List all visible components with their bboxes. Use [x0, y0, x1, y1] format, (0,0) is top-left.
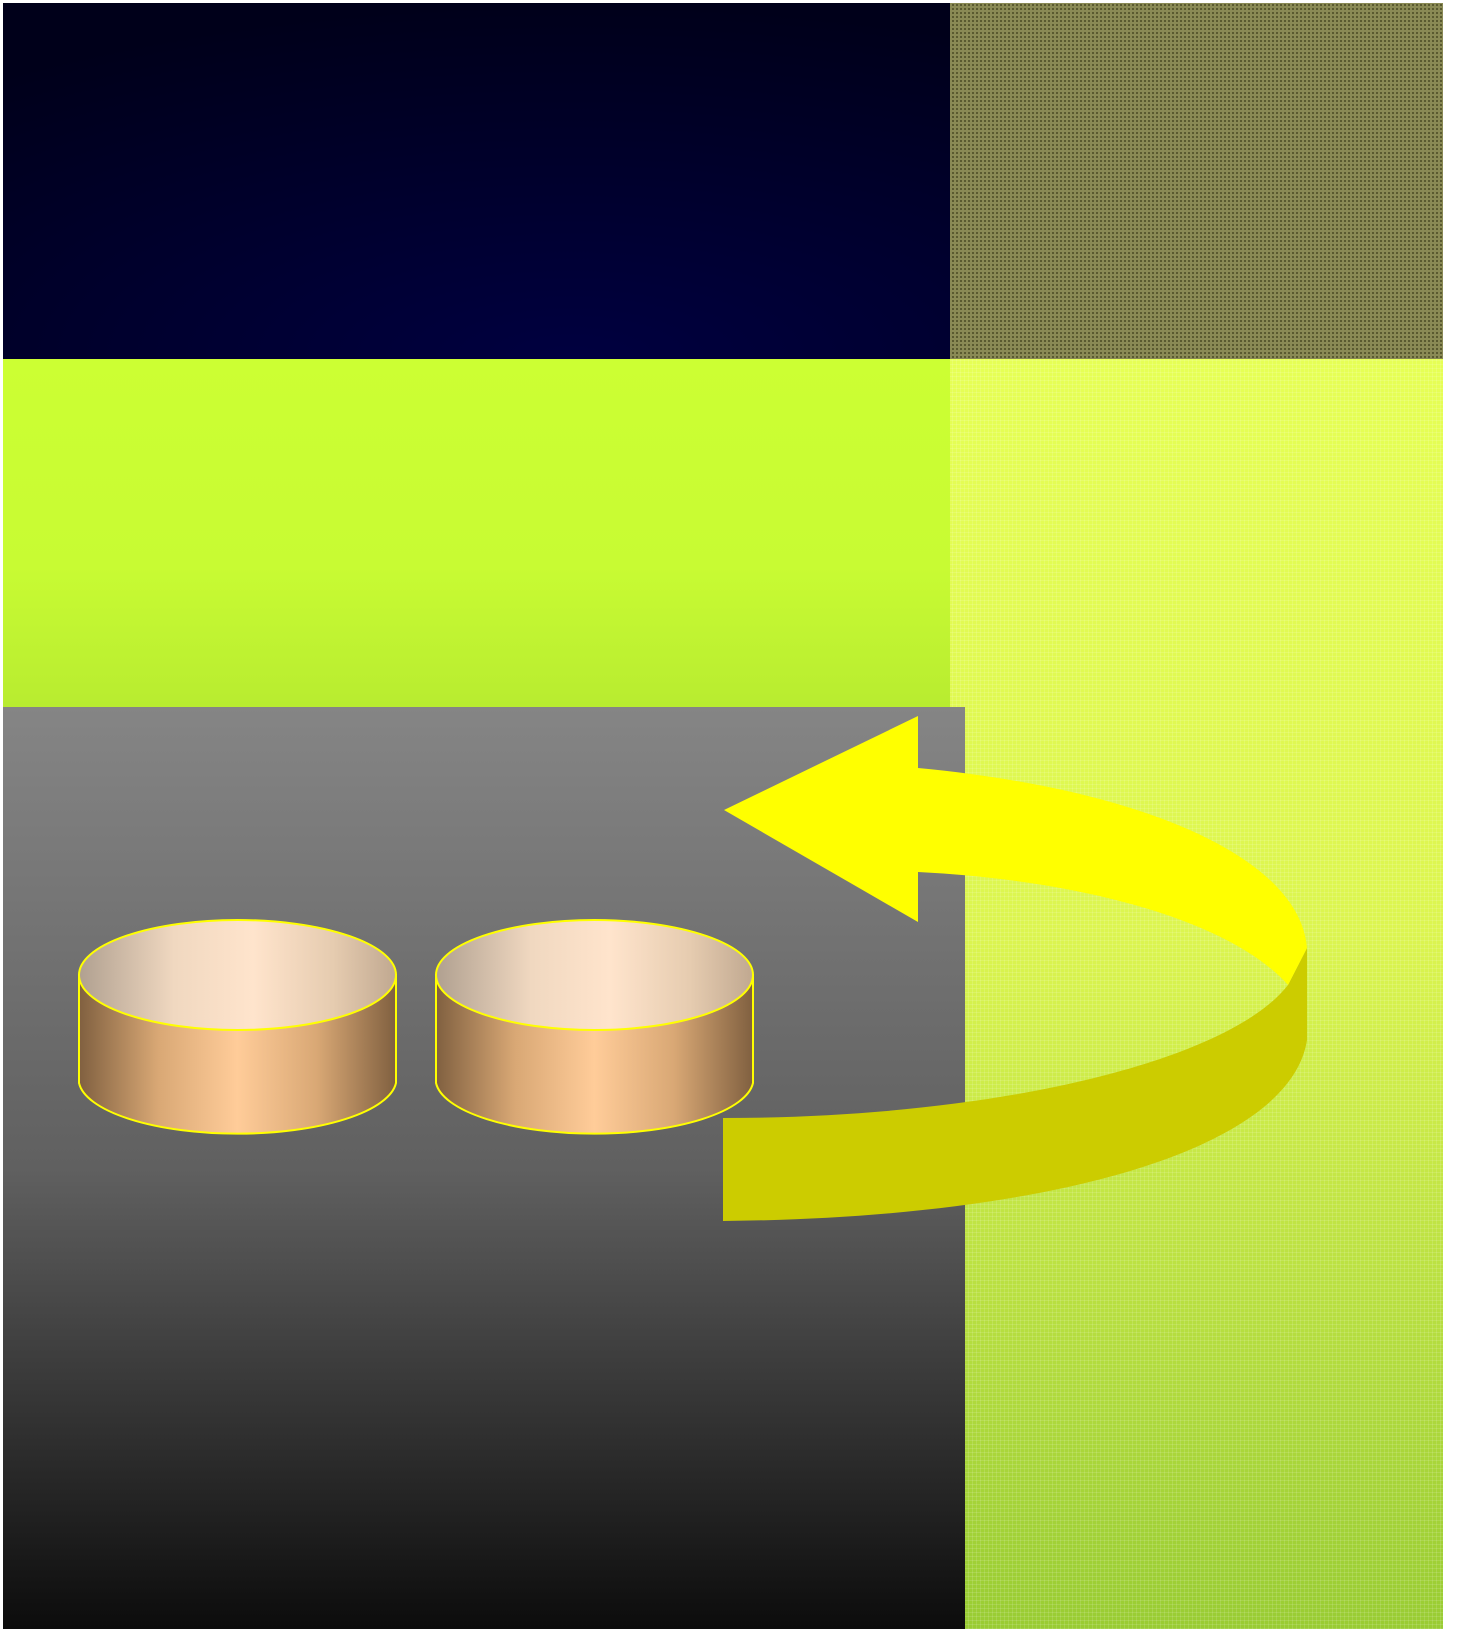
top-right-panel	[950, 3, 1443, 359]
right-column-texture	[950, 359, 1443, 1629]
middle-left-panel	[3, 359, 950, 707]
cylinder-right	[436, 920, 753, 1134]
cylinder-left	[79, 920, 396, 1134]
top-left-panel	[3, 3, 950, 359]
